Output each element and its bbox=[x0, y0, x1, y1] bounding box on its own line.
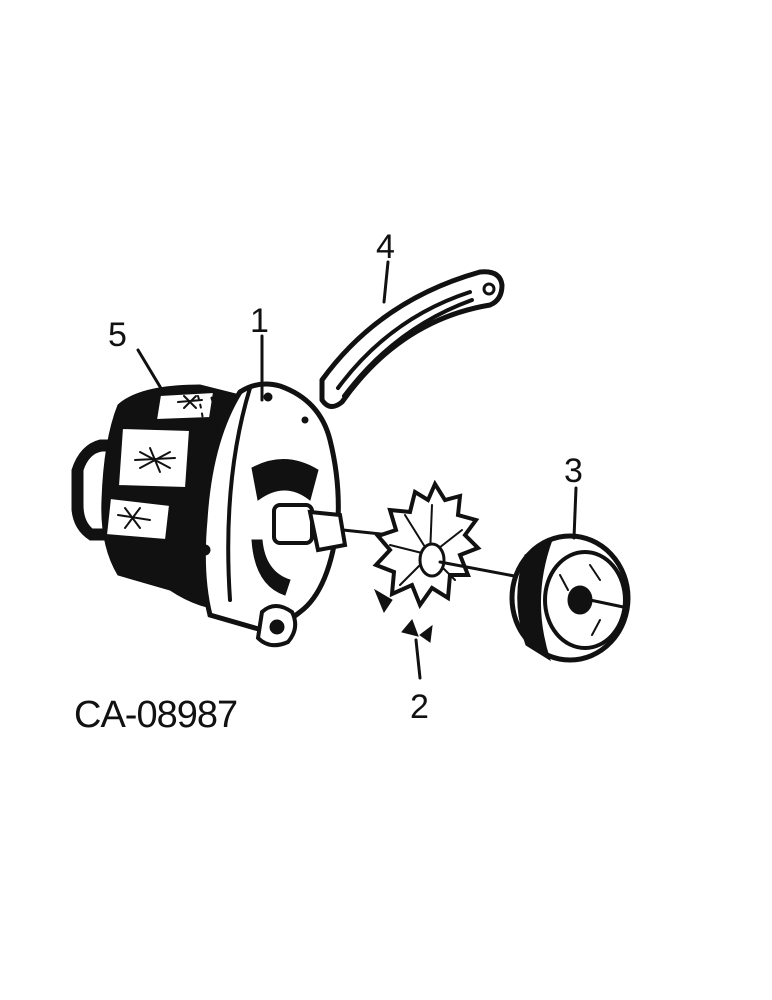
alternator-assembly bbox=[71, 381, 392, 648]
callout-bracket: 4 bbox=[376, 228, 395, 266]
callout-alternator: 1 bbox=[250, 302, 269, 340]
adjusting-bracket bbox=[319, 269, 505, 409]
decal-set bbox=[104, 390, 216, 542]
drive-pulley bbox=[509, 533, 631, 663]
cooling-fan bbox=[372, 479, 527, 643]
callout-decal: 5 bbox=[108, 316, 127, 354]
bracket-bolt-hole bbox=[482, 282, 496, 296]
callout-leaders bbox=[136, 260, 578, 680]
callout-fan: 2 bbox=[410, 688, 429, 726]
callout-pulley: 3 bbox=[564, 452, 583, 490]
figure-code: CA-08987 bbox=[74, 694, 237, 736]
